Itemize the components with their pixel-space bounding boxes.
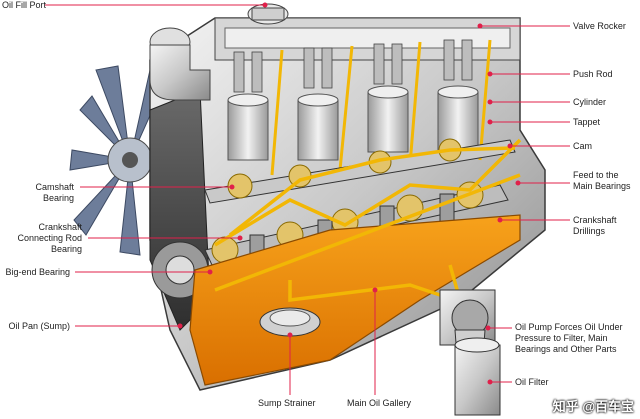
label-cam: Cam <box>573 141 593 151</box>
camshaft <box>204 138 516 204</box>
label-valve-rocker: Valve Rocker <box>573 21 626 31</box>
label-feed-to-main-bearings: Feed to the Main Bearings <box>573 170 631 191</box>
label-camshaft-bearing: Camshaft Bearing <box>35 182 74 203</box>
air-intake <box>149 27 211 101</box>
valve-train <box>233 39 473 93</box>
label-oil-pan: Oil Pan (Sump) <box>8 321 70 331</box>
label-crankshaft-drillings: Crankshaft Drillings <box>573 215 617 236</box>
label-big-end-bearing: Big-end Bearing <box>5 267 70 277</box>
cylinders <box>227 85 479 161</box>
label-oil-filter: Oil Filter <box>515 377 549 387</box>
label-tappet: Tappet <box>573 117 601 127</box>
cooling-fan <box>69 65 167 256</box>
label-cylinder: Cylinder <box>573 97 607 107</box>
label-sump-strainer: Sump Strainer <box>258 398 316 408</box>
leader-lines <box>45 2 570 395</box>
label-oil-fill-port: Oil Fill Port <box>2 0 47 10</box>
sump-strainer <box>259 307 321 337</box>
oil-fill-port <box>247 3 289 25</box>
label-crankshaft-connecting-rod-bearing: Crankshaft Connecting Rod Bearing <box>17 222 82 254</box>
label-push-rod: Push Rod <box>573 69 613 79</box>
oil-lines <box>214 138 522 302</box>
oil-filter <box>454 337 501 416</box>
oil-sump <box>189 214 521 386</box>
watermark: 知乎 @百车宝 <box>552 399 634 414</box>
push-rods <box>270 39 492 176</box>
label-main-oil-gallery: Main Oil Gallery <box>347 398 412 408</box>
label-oil-pump: Oil Pump Forces Oil Under Pressure to Fi… <box>515 322 623 354</box>
